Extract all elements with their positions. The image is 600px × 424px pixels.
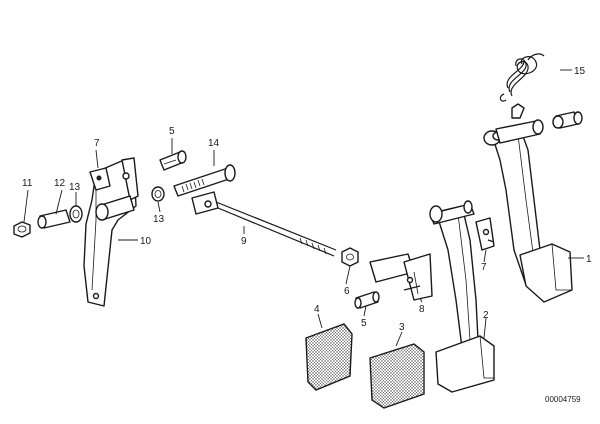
bolt-top: [159, 150, 187, 171]
push-rod: [215, 201, 337, 257]
callout-15: 15: [574, 66, 586, 77]
lock-nut: [341, 247, 359, 267]
spacer-left: [69, 205, 83, 223]
pedal-arm-middle: [429, 200, 495, 393]
callout-13-left: 13: [69, 182, 81, 193]
callout-2: 2: [483, 310, 489, 321]
callout-labels: 15 1 2 3 4 5 5 6 7 7 8 9 10 11 12 13 13 …: [22, 66, 592, 333]
nut: [13, 221, 31, 238]
threaded-bolt: [173, 164, 236, 197]
callout-5-top: 5: [169, 126, 175, 137]
pedal-bracket: [83, 157, 139, 307]
callout-3: 3: [399, 322, 405, 333]
pedal-pad-cover-left: [305, 323, 353, 391]
clevis-fork: [191, 191, 219, 215]
callout-12: 12: [54, 178, 66, 189]
drawing-number: 00004759: [545, 395, 581, 404]
callout-13-right: 13: [153, 214, 165, 225]
clevis-pin: [354, 291, 380, 309]
callout-1: 1: [586, 254, 592, 265]
callout-9: 9: [241, 236, 247, 247]
callout-10: 10: [140, 236, 152, 247]
callout-7-left: 7: [94, 138, 100, 149]
callout-14: 14: [208, 138, 220, 149]
callout-5-bottom: 5: [361, 318, 367, 329]
callout-4: 4: [314, 304, 320, 315]
callout-11: 11: [22, 178, 33, 189]
callout-7-right: 7: [481, 262, 487, 273]
clevis-right: [369, 253, 433, 301]
pedal-pad-cover-right: [369, 343, 425, 409]
return-spring: [499, 53, 545, 102]
callout-8: 8: [419, 304, 425, 315]
callout-6: 6: [344, 286, 350, 297]
spacer-right: [151, 186, 165, 202]
pivot-shaft: [95, 195, 135, 221]
callout-leaders: [23, 69, 584, 347]
pedal-arm-right: [483, 103, 583, 303]
clip-bracket: [89, 167, 111, 191]
bushing: [37, 209, 71, 229]
